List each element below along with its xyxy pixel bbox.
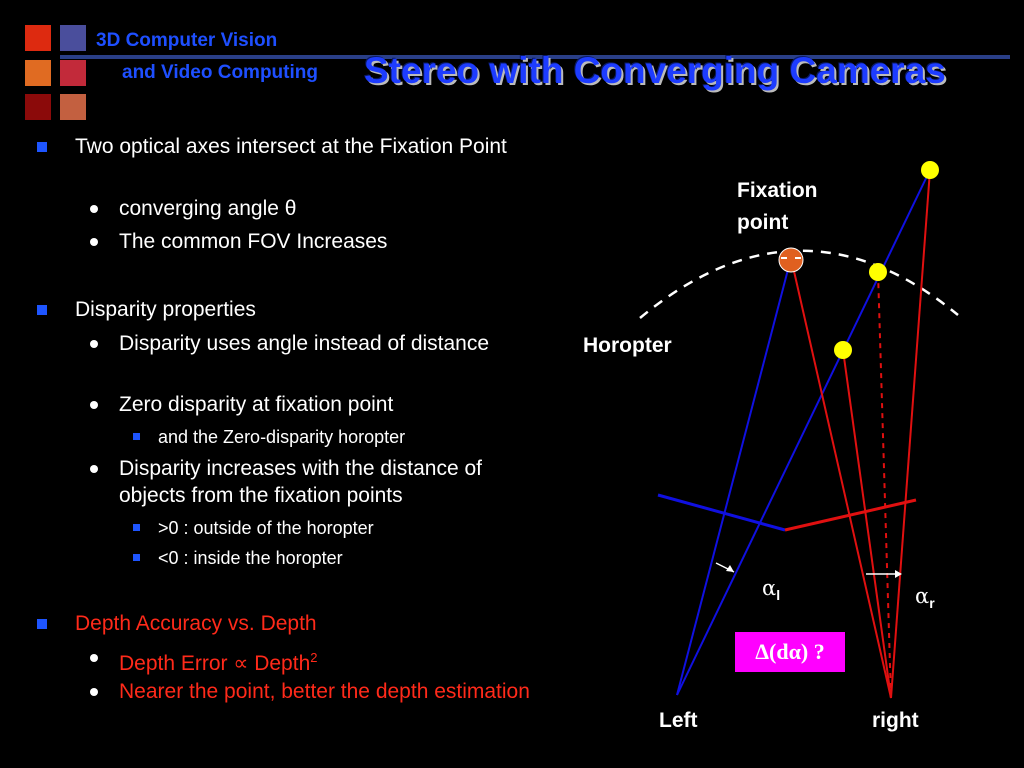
left-image-plane <box>657 493 786 532</box>
right-image-plane <box>784 498 917 532</box>
bullet-marker <box>90 465 98 473</box>
left-optical-axis <box>676 257 792 696</box>
alpha-r-label: αr <box>915 584 935 611</box>
bullet-marker <box>90 401 98 409</box>
bullet-marker <box>90 238 98 246</box>
fixation-label: Fixation <box>737 179 818 202</box>
far-point <box>921 161 939 179</box>
bullet-marker <box>37 619 47 629</box>
bullet-item: converging angle θ <box>119 197 297 220</box>
logo-square <box>60 94 86 120</box>
left-camera-label: Left <box>659 709 698 732</box>
slide-title: Stereo with Converging Cameras <box>364 50 946 91</box>
alpha-l-arrowhead <box>726 565 734 572</box>
alpha-subscript: r <box>929 595 935 612</box>
right-ray-dashed <box>877 271 892 699</box>
alpha-symbol: α <box>762 576 777 600</box>
alpha-r-arrowhead <box>895 570 902 578</box>
bullet-item: Depth Error ∝ Depth2 <box>119 644 539 677</box>
fixation-point <box>778 247 804 273</box>
bullet-marker <box>90 205 98 213</box>
bullet-item: Disparity uses angle instead of distance <box>119 332 490 355</box>
superscript: 2 <box>310 650 318 665</box>
logo-square <box>60 25 86 51</box>
bullet-item: Disparity increases with the distance of… <box>119 457 482 507</box>
logo-square <box>60 60 86 86</box>
course-title-line2: and Video Computing <box>122 62 318 83</box>
disparity-formula-box: Δ(dα) ? <box>735 632 845 672</box>
course-title-line1: 3D Computer Vision <box>96 30 278 51</box>
header-rule <box>60 55 1010 59</box>
right-ray-near <box>842 349 892 699</box>
fixation-label: point <box>737 211 789 234</box>
bullet-marker <box>90 654 98 662</box>
alpha-l-label: αl <box>762 576 780 603</box>
near-point <box>834 341 852 359</box>
bullet-item: The common FOV Increases <box>119 230 388 253</box>
right-optical-axis <box>790 257 892 699</box>
bullet-text: Depth Error ∝ Depth <box>119 652 311 675</box>
bullet-item: Nearer the point, better the depth estim… <box>119 680 530 703</box>
bullet-marker <box>90 340 98 348</box>
bullet-marker <box>37 142 47 152</box>
bullet-marker <box>90 688 98 696</box>
alpha-symbol: α <box>915 584 930 608</box>
bullet-item: Zero disparity at fixation point <box>119 393 394 416</box>
left-ray <box>676 169 931 696</box>
bullet-item: <0 : inside the horopter <box>158 548 343 568</box>
bullet-item: Depth Accuracy vs. Depth <box>75 612 317 635</box>
bullet-item: and the Zero-disparity horopter <box>158 427 406 447</box>
logo-square <box>25 94 51 120</box>
bullet-item: Two optical axes intersect at the Fixati… <box>75 135 507 158</box>
alpha-subscript: l <box>776 587 781 604</box>
bullet-marker <box>37 305 47 315</box>
logo-square <box>25 60 51 86</box>
bullet-marker <box>133 433 140 440</box>
bullet-marker <box>133 524 140 531</box>
horopter-point <box>869 263 887 281</box>
horopter-label: Horopter <box>583 334 672 357</box>
right-camera-label: right <box>872 709 919 732</box>
logo-square <box>25 25 51 51</box>
bullet-item: >0 : outside of the horopter <box>158 518 374 538</box>
bullet-item: Disparity properties <box>75 298 256 321</box>
bullet-marker <box>133 554 140 561</box>
right-ray <box>890 169 931 699</box>
